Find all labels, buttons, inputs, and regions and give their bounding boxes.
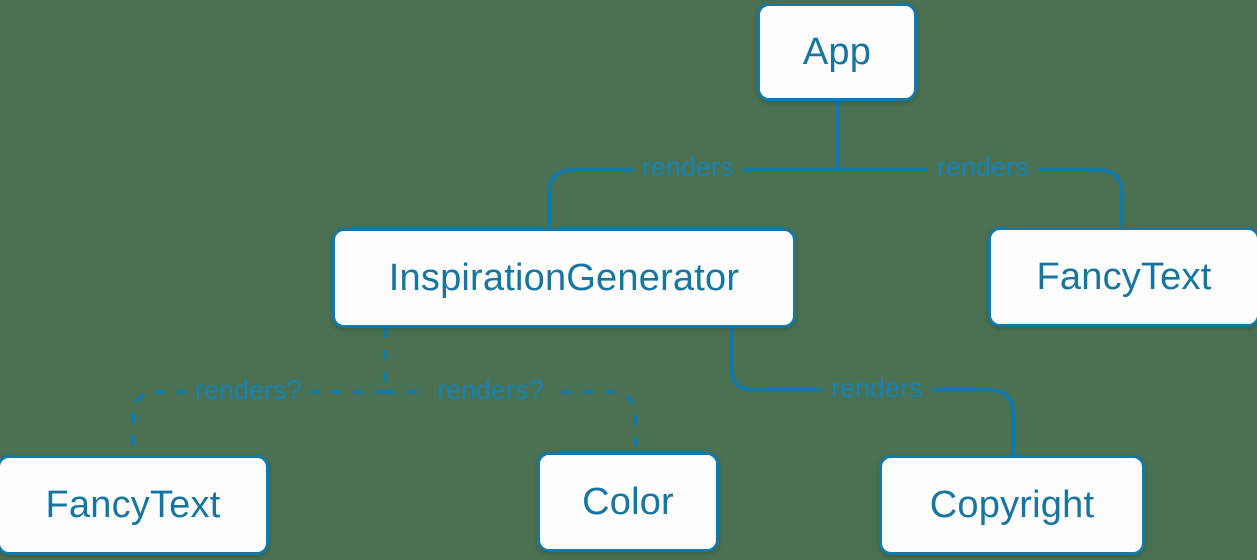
node-copyright[interactable]: Copyright	[879, 455, 1145, 555]
edge-label-inspirationgenerator-to-color: renders?	[428, 377, 553, 404]
node-copyright-label: Copyright	[929, 484, 1095, 526]
node-color[interactable]: Color	[537, 452, 719, 552]
node-app-label: App	[802, 31, 872, 73]
edge-label-inspirationgenerator-to-copyright: renders	[822, 375, 932, 402]
node-fancytext-right-label: FancyText	[1036, 256, 1212, 298]
edge-inspirationgenerator-to-color	[385, 390, 637, 452]
node-fancytext-right[interactable]: FancyText	[988, 227, 1257, 327]
edge-label-app-to-inspirationgenerator: renders	[633, 154, 743, 181]
node-color-label: Color	[582, 481, 674, 523]
node-app[interactable]: App	[757, 3, 917, 101]
node-fancytext-bottom-label: FancyText	[45, 484, 221, 526]
node-inspirationgenerator-label: InspirationGenerator	[388, 257, 740, 299]
edge-inspirationgenerator-to-fancytext-bottom	[131, 390, 385, 455]
node-fancytext-bottom[interactable]: FancyText	[0, 455, 269, 555]
edge-app-to-fancytext-right	[838, 168, 1124, 227]
node-inspirationgenerator[interactable]: InspirationGenerator	[332, 228, 796, 328]
edge-label-inspirationgenerator-to-fancytext-bottom: renders?	[186, 377, 311, 404]
edge-label-app-to-fancytext-right: renders	[928, 154, 1038, 181]
edge-app-to-inspirationgenerator	[547, 168, 838, 228]
